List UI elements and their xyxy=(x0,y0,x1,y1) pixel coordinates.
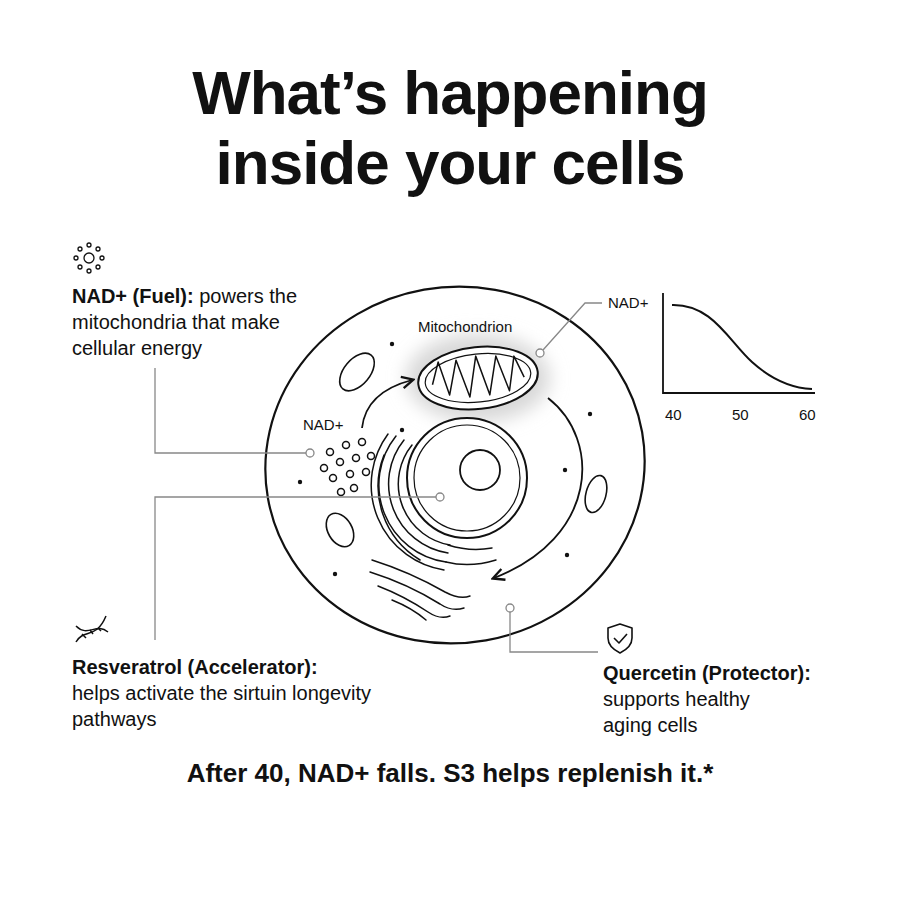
callout-text: Resveratrol (Accelerator):helps activate… xyxy=(72,654,372,732)
part-label-box: Mitochondrion xyxy=(418,318,512,336)
shield-icon xyxy=(608,624,632,653)
chart-axis xyxy=(663,293,815,393)
caption: After 40, NAD+ falls. S3 helps replenish… xyxy=(20,758,880,789)
leader-line xyxy=(155,303,602,652)
callout-text: Quercetin (Protector):supports healthy a… xyxy=(603,660,863,738)
vacuole xyxy=(321,508,360,551)
nad-decline-curve xyxy=(672,305,812,389)
nucleus xyxy=(407,418,527,538)
mitochondrion-glow xyxy=(406,334,550,422)
tick-label-box: 60 xyxy=(799,406,816,424)
callout-body: supports healthy aging cells xyxy=(603,686,783,738)
title: What’s happening inside your cells xyxy=(140,58,760,198)
part-label-box: NAD+ xyxy=(303,416,343,434)
callout-heading: NAD+ (Fuel): xyxy=(72,285,194,307)
fuel-icon xyxy=(74,243,104,273)
tick-label-box: 40 xyxy=(665,406,682,424)
cell-membrane xyxy=(237,257,673,674)
tick-label: 50 xyxy=(732,406,749,423)
part-label: NAD+ xyxy=(303,416,343,433)
tick-label: 40 xyxy=(665,406,682,423)
leader-dot xyxy=(306,349,544,612)
axis-label-box: NAD+ xyxy=(608,294,648,312)
nad-molecules xyxy=(321,439,375,496)
flow-arrow xyxy=(362,380,412,428)
callout-text: NAD+ (Fuel): powers the mitochondria tha… xyxy=(72,283,317,361)
callout-heading: Resveratrol (Accelerator): xyxy=(72,654,372,680)
axis-label: NAD+ xyxy=(608,294,648,311)
endoplasmic-reticulum xyxy=(370,434,496,620)
vacuole xyxy=(581,473,610,515)
tick-label-box: 50 xyxy=(732,406,749,424)
dna-icon xyxy=(76,616,108,642)
nuclear-envelope xyxy=(414,425,520,531)
tick-label: 60 xyxy=(799,406,816,423)
callout-body: helps activate the sirtuin longevity pat… xyxy=(72,680,372,732)
vacuole xyxy=(333,347,381,397)
callout-heading: Quercetin (Protector): xyxy=(603,660,863,686)
mitochondrion xyxy=(415,341,541,415)
part-label: Mitochondrion xyxy=(418,318,512,335)
nucleolus xyxy=(460,450,500,490)
